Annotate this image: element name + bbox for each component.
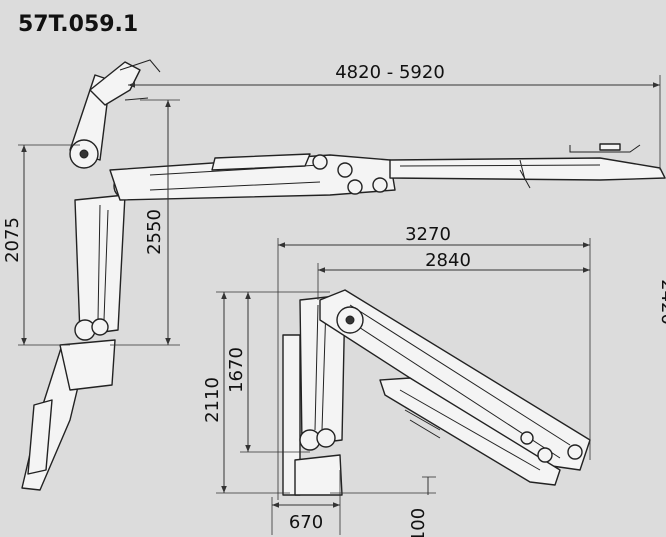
folded-height-outer-label: 2110 [202, 377, 223, 423]
height-column-label: 2075 [2, 217, 23, 263]
folded-base [294, 454, 343, 496]
reach-range-label: 4820 - 5920 [335, 62, 445, 83]
base-offset-label: 100 [408, 508, 429, 537]
base-width-label: 670 [289, 512, 323, 533]
extended-crane [21, 59, 666, 491]
folded-length-inner-label: 2840 [425, 250, 471, 271]
folded-height-inner-label: 1670 [226, 347, 247, 393]
height-extended-label: 2550 [144, 209, 165, 255]
folded-main-boom [319, 289, 591, 471]
dimension-lines: 4820 - 5920 2550 2075 3270 2840 2110 167… [2, 62, 666, 537]
folded-crane [282, 289, 591, 496]
extension-boom [389, 157, 666, 181]
base-block [59, 339, 116, 391]
model-title: 57T.059.1 [18, 12, 138, 37]
crane-column [74, 194, 126, 336]
right-height-label: 2420 [657, 279, 666, 325]
folded-length-outer-label: 3270 [405, 224, 451, 245]
